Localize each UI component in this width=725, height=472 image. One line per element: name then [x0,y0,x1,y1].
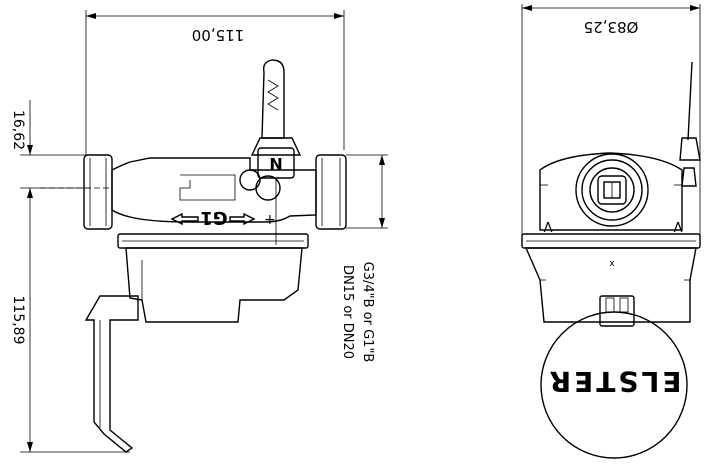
dimension-pipe-height [346,154,388,229]
dim-label-length: 115,00 [192,26,245,44]
right-fitting [315,154,347,230]
dim-label-diameter: Ø83,25 [584,18,639,36]
dimension-diameter: Ø83,25 [521,4,701,240]
side-seal-wire [679,61,701,187]
seal-assembly: N [250,59,302,245]
connection-note: G3/4"B or G1"B DN15 or DN20 [340,262,375,363]
mounting-bracket [84,295,139,453]
note-thread: G3/4"B or G1"B [360,262,375,363]
brand-logo: ELSTER [547,365,682,398]
side-housing [539,152,683,231]
left-fitting [83,154,113,230]
plus-sign: + [264,212,276,228]
round-lid [540,311,688,459]
note-dn: DN15 or DN20 [340,265,355,359]
seal-zigzag [267,79,279,111]
dimension-overall-length: 115,00 [85,10,345,155]
arrow-left-icon: V [543,218,552,233]
center-mark: x [609,259,615,269]
seal-wire-icon [261,59,285,139]
side-view: Ø83,25 V V x [521,4,701,459]
boss-left [239,169,261,191]
body-window [179,174,236,201]
flow-arrow: G1 + [170,207,276,228]
dimension-left-vertical: 16,62 115,89 [10,100,130,453]
N-mark-icon: N [269,154,282,173]
arrow-right-icon: V [673,218,682,233]
counter-housing [125,247,303,323]
seal-clip [250,137,302,156]
flow-label: G1 [200,207,227,228]
meter-body [111,157,317,223]
boss-right [255,175,281,201]
dim-label-top-offset: 16,62 [10,110,26,150]
front-view: 115,00 16,62 115,89 G3/4"B or G1 [10,10,388,453]
dim-label-height: 115,89 [10,296,26,345]
pipe-section [575,153,649,227]
